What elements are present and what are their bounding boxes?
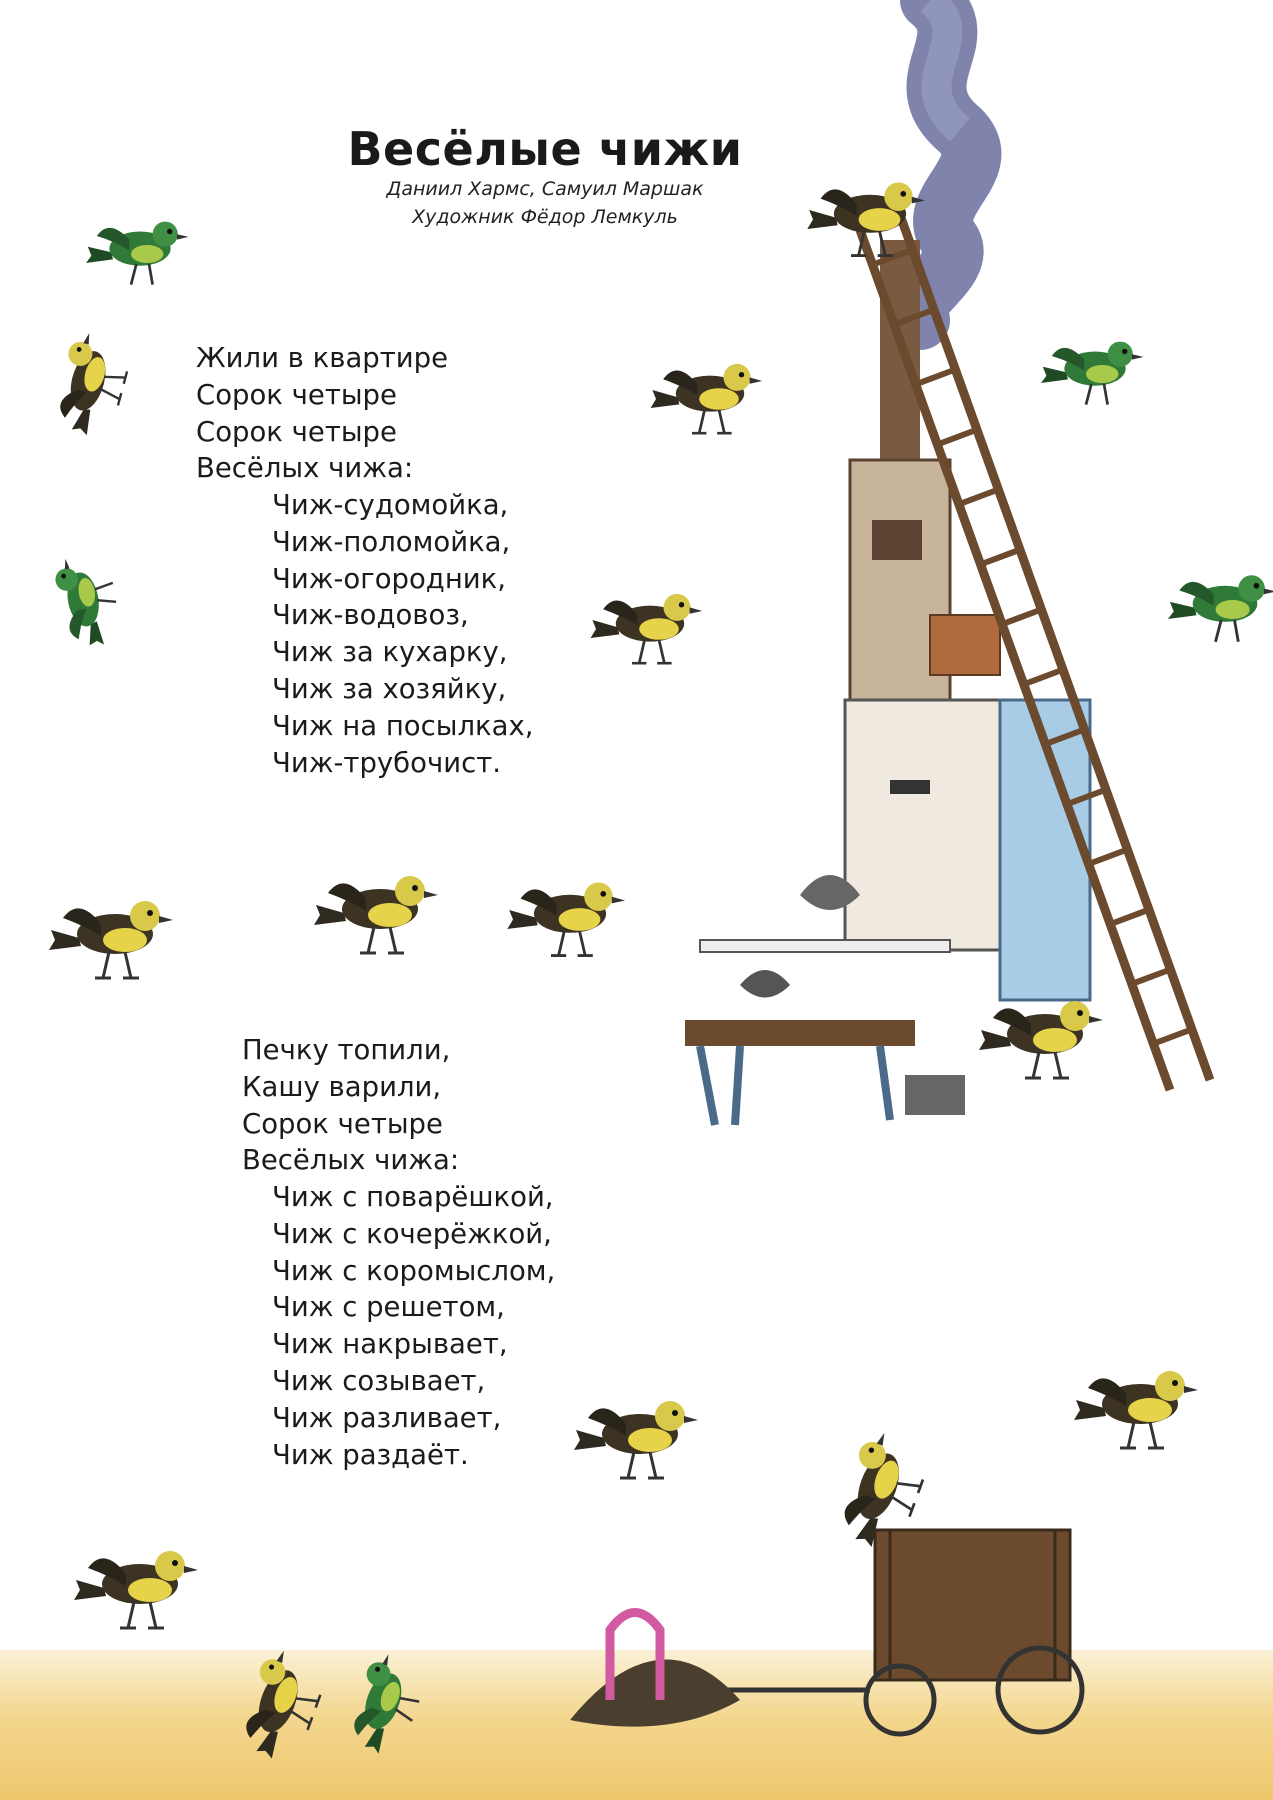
ladder [855,213,1215,1092]
bird-green-1 [84,220,190,286]
bird-green-3 [50,550,125,653]
bird-bow [231,1643,332,1768]
bird-bowl [1072,1369,1200,1450]
bird-green-4 [1039,340,1145,406]
poem-line: Чиж разливает, [272,1401,502,1434]
poem-line: Чиж-трубочист. [272,746,501,779]
bird-scarf [72,1549,200,1630]
poem-line: Чиж с поварёшкой, [272,1181,554,1213]
poem-line: Чиж за хозяйку, [272,672,507,705]
poem-line: Чиж за кухарку, [272,636,508,669]
hedgehog [570,1659,740,1727]
poem-line: Чиж на посылках, [272,709,534,742]
barrel-cart [570,1528,1085,1737]
poem-line: Сорок четыре [196,378,397,411]
poem-line: Чиж созывает, [272,1364,486,1397]
poem-line: Чиж-судомойка, [272,489,509,521]
poem-line: Сорок четыре [242,1107,443,1140]
stanza-2-intro: Печку топили, Кашу варили, Сорок четыре … [242,1032,459,1179]
bird-cook [977,999,1105,1080]
bird-poker [312,874,440,955]
stanza-2-list: Чиж с поварёшкой, Чиж с кочерёжкой, Чиж … [272,1179,555,1473]
poem-line: Чиж-водовоз, [272,599,469,632]
bird-sieve [572,1399,700,1480]
poem-line: Весёлых чижа: [242,1144,460,1177]
poem-line: Чиж раздаёт. [272,1438,469,1471]
bird-bucket [505,881,627,958]
bird-2 [47,327,136,443]
bird-green-5 [1166,573,1273,644]
poem-line: Печку топили, [242,1034,451,1066]
bird-shovel [47,899,175,980]
poem-line: Чиж-поломойка, [272,525,511,558]
poem-line: Чиж с кочерёжкой, [272,1217,552,1250]
poem-line: Чиж-огородник, [272,562,507,595]
bird-gardener [589,592,704,665]
chimney-smoke [886,0,1002,350]
poem-line: Жили в квартире [196,342,449,374]
stove [699,240,1092,1002]
poem-line: Весёлых чижа: [196,452,414,485]
stanza-1-list: Чиж-судомойка, Чиж-поломойка, Чиж-огород… [272,487,534,781]
poem-line: Чиж с решетом, [272,1291,505,1324]
stanza-1-intro: Жили в квартире Сорок четыре Сорок четыр… [196,340,448,487]
poem-line: Чиж накрывает, [272,1328,508,1361]
poem-line: Сорок четыре [196,415,397,448]
poem-line: Кашу варили, [242,1070,442,1103]
bench [685,970,965,1126]
page-title: Весёлые чижи [347,122,743,176]
poem-line: Чиж с коромыслом, [272,1254,556,1287]
illustrator-credit: Художник Фёдор Лемкуль [412,206,678,228]
harness-arc [605,1608,665,1700]
bird-postman [649,362,764,435]
bird-green-6 [340,1648,433,1762]
authors-credit: Даниил Хармс, Самуил Маршак [386,178,704,200]
